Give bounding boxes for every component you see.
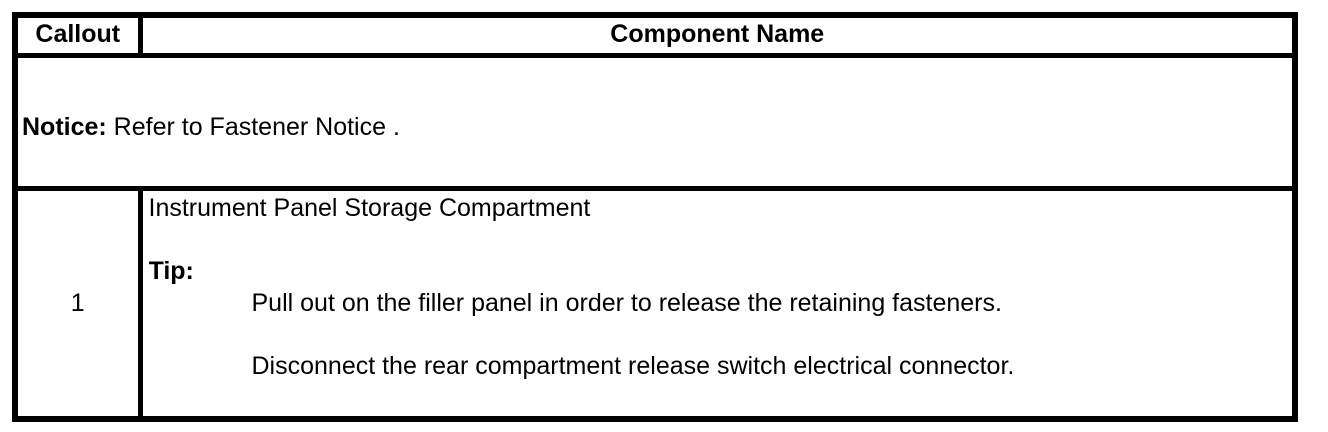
table-header-row: Callout Component Name	[12, 12, 1298, 58]
notice-text: Refer to Fastener Notice .	[106, 112, 400, 141]
callout-cell: 1	[12, 186, 143, 422]
tip-label: Tip:	[148, 257, 194, 285]
component-name-line: Instrument Panel Storage Compartment	[148, 194, 591, 222]
header-callout: Callout	[12, 12, 143, 58]
spacer-line	[149, 225, 1287, 257]
component-table: Callout Component Name Notice: Refer to …	[12, 12, 1298, 422]
tip-step: Pull out on the filler panel in order to…	[251, 288, 1002, 317]
spacer-line	[149, 319, 1287, 351]
table-row: 1 Instrument Panel Storage Compartment T…	[12, 186, 1298, 422]
component-cell: Instrument Panel Storage Compartment Tip…	[137, 186, 1298, 422]
header-component-name: Component Name	[137, 12, 1298, 58]
notice-row: Notice: Refer to Fastener Notice .	[12, 53, 1298, 191]
notice-label: Notice:	[22, 112, 107, 141]
tip-step: Disconnect the rear compartment release …	[251, 351, 1015, 380]
notice-cell: Notice: Refer to Fastener Notice .	[12, 53, 1298, 191]
